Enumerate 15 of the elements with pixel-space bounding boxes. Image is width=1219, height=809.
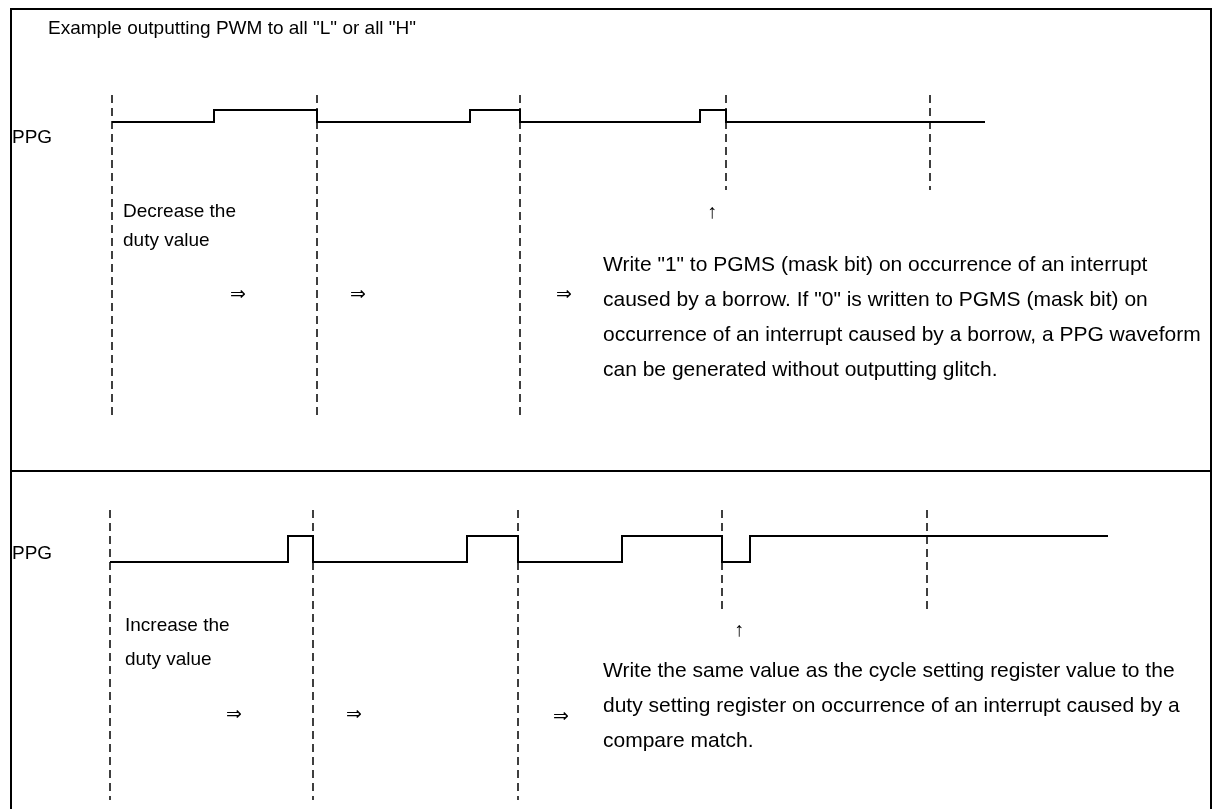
direction-arrow: ⇒ [226,702,242,726]
direction-arrow: ⇒ [346,702,362,726]
direction-arrow: ⇒ [350,282,366,306]
signal-name: PPG [12,541,53,565]
signal-name: PPG [12,125,53,149]
annotation-text: Increase the duty value [125,613,231,671]
pointer-arrow: ↑ [707,199,717,224]
direction-arrow: ⇒ [553,704,569,728]
direction-arrow: ⇒ [230,282,246,306]
annotation-text: Decrease the duty value [123,199,237,252]
note-text: Write the same value as the cycle setting register value to the duty setting register on occurrence of an interrupt caused by a compare match. [603,657,1181,753]
direction-arrow: ⇒ [556,282,572,306]
pointer-arrow: ↑ [734,617,744,642]
diagram-title: Example outputting PWM to all "L" or all "H" [48,16,417,40]
note-text: Write "1" to PGMS (mask bit) on occurrence of an interrupt caused by a borrow. If "0" is written to PGMS (mask bit) on occurrence of an interrupt caused by a borrow, a PPG waveform can be generated without outputting glitch. [603,251,1202,382]
